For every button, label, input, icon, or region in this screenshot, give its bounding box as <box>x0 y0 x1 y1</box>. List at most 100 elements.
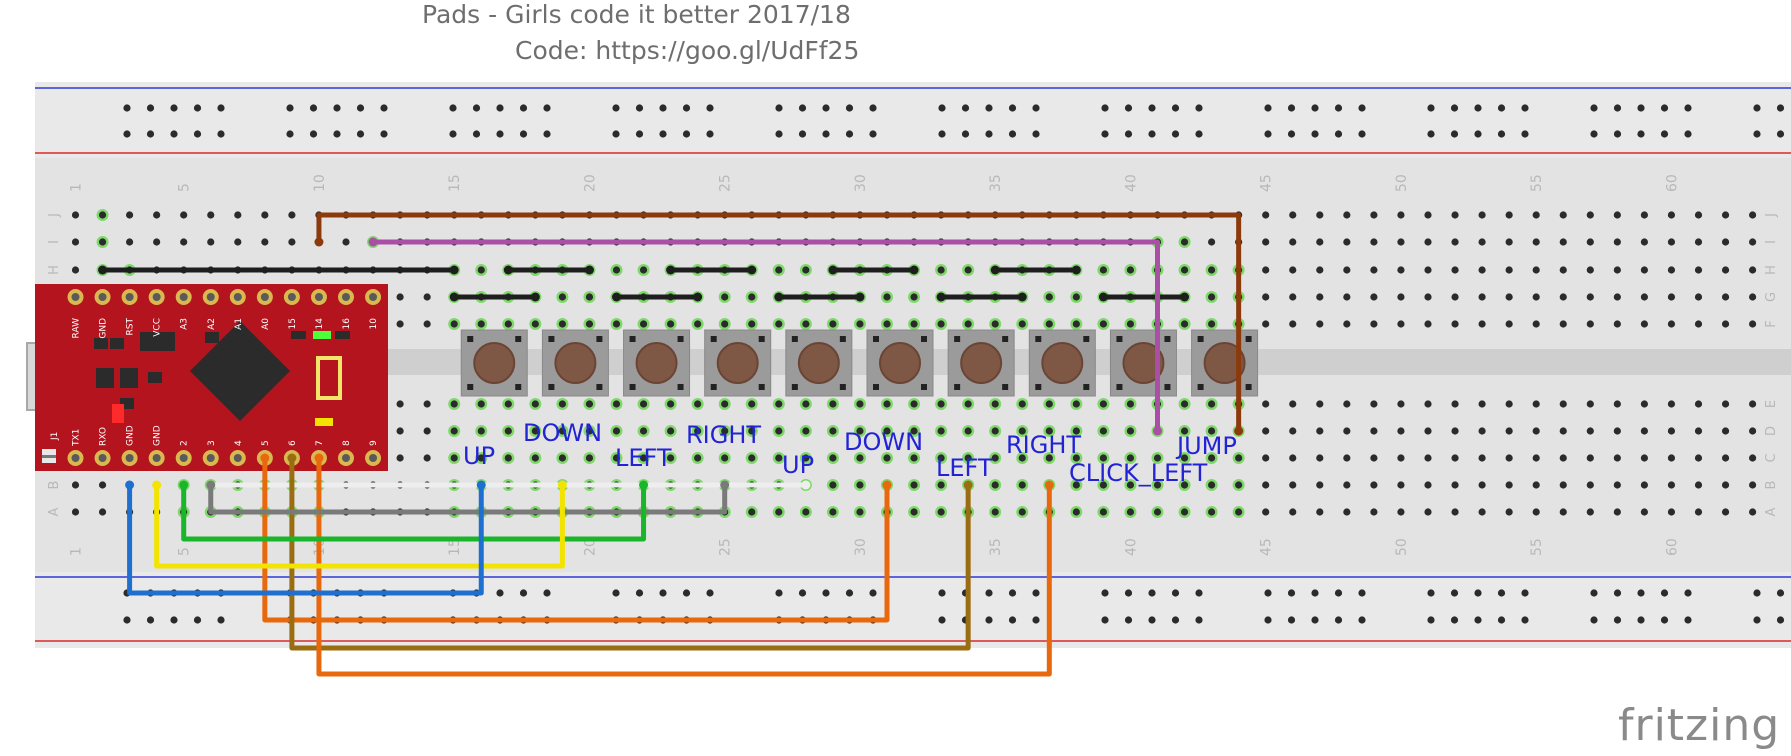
breadboard-hole <box>1289 454 1297 462</box>
breadboard-hole <box>883 320 891 328</box>
push-button-corner <box>839 336 846 342</box>
black-jumper-wire-end <box>666 265 676 275</box>
jump-wire-brown <box>316 212 1242 434</box>
rail-hole <box>543 130 551 138</box>
rail-hole <box>659 130 667 138</box>
breadboard-hole <box>1424 427 1432 435</box>
rail-hole <box>449 104 457 112</box>
push-button-corner <box>710 384 717 390</box>
breadboard-hole <box>1694 320 1703 328</box>
rail-hole <box>1613 616 1622 624</box>
rail-hole <box>1195 589 1203 597</box>
breadboard-hole <box>802 400 810 408</box>
smd-component <box>120 368 138 388</box>
breadboard-hole <box>1370 320 1378 328</box>
rail-hole <box>1334 130 1343 138</box>
smd-component <box>110 338 124 349</box>
breadboard-hole <box>1397 427 1405 435</box>
mcu-pin-hole <box>152 293 161 301</box>
breadboard-hole <box>1694 427 1703 435</box>
breadboard-hole <box>1262 320 1270 328</box>
top-power-rail <box>35 82 1791 158</box>
breadboard-hole <box>1749 266 1757 274</box>
breadboard-hole <box>694 454 702 462</box>
breadboard-hole <box>504 320 512 328</box>
breadboard-hole <box>261 238 269 246</box>
breadboard-hole <box>1505 266 1513 274</box>
rail-hole <box>1637 104 1645 112</box>
mcu-pin-label-top: RST <box>126 318 136 336</box>
breadboard-hole <box>1343 238 1351 246</box>
down-wire-yellow <box>154 482 565 569</box>
breadboard-hole <box>1316 508 1324 516</box>
rail-hole <box>519 104 528 112</box>
breadboard-hole <box>991 427 999 435</box>
breadboard-hole <box>612 454 621 462</box>
rail-hole <box>635 589 644 597</box>
up-wire-blue-end <box>476 480 486 490</box>
rail-hole <box>1497 130 1506 138</box>
mcu-pin-hole <box>206 454 215 462</box>
breadboard-hole <box>1451 400 1459 408</box>
rail-hole <box>822 130 830 138</box>
breadboard-hole <box>1451 211 1459 219</box>
breadboard-hole <box>1262 266 1270 274</box>
black-jumper-wire-end <box>828 265 838 275</box>
column-number-top: 15 <box>447 174 463 192</box>
breadboard-hole <box>1640 400 1648 408</box>
breadboard-hole <box>1451 320 1459 328</box>
breadboard-hole <box>964 427 972 435</box>
button-label: RIGHT <box>1006 431 1081 459</box>
breadboard-hole <box>883 400 891 408</box>
breadboard-hole <box>1316 320 1324 328</box>
breadboard-hole <box>1262 238 1270 246</box>
breadboard-hole <box>207 238 215 246</box>
rail-hole <box>1590 104 1598 112</box>
breadboard-hole <box>991 400 999 408</box>
row-letter: H <box>1764 265 1779 275</box>
mcu-pin-label-top: VCC <box>153 318 163 337</box>
breadboard-hole <box>1613 508 1621 516</box>
breadboard-hole <box>1451 238 1459 246</box>
breadboard-hole <box>1613 211 1621 219</box>
breadboard-hole <box>1126 454 1135 462</box>
breadboard-hole <box>1262 427 1270 435</box>
mcu-pin-hole <box>369 293 378 301</box>
column-number-bottom: 45 <box>1259 538 1275 556</box>
column-number-top: 30 <box>853 174 869 192</box>
push-button-corner <box>629 384 636 390</box>
breadboard-hole <box>1397 266 1405 274</box>
push-button-corner <box>629 336 636 342</box>
rail-hole <box>193 130 202 138</box>
rail-hole <box>775 589 783 597</box>
push-button-cap <box>797 342 840 384</box>
mcu-pin-hole <box>98 454 107 462</box>
breadboard-hole <box>1099 266 1107 274</box>
breadboard-hole <box>1424 508 1432 516</box>
breadboard-hole <box>98 481 107 489</box>
breadboard-hole <box>423 454 431 462</box>
rail-hole <box>985 589 993 597</box>
click-left-wire-purple-end <box>368 237 378 247</box>
column-number-top: 10 <box>312 174 328 192</box>
breadboard-hole <box>558 427 567 435</box>
breadboard-hole <box>639 320 648 328</box>
breadboard-hole <box>1262 293 1270 301</box>
breadboard-hole <box>1424 266 1432 274</box>
push-button-corner <box>710 336 717 342</box>
column-number-top: 5 <box>177 183 193 192</box>
breadboard-hole <box>477 320 485 328</box>
rail-hole <box>1195 130 1203 138</box>
breadboard-hole <box>1667 266 1676 274</box>
rail-hole <box>1358 589 1366 597</box>
rail-hole <box>472 104 481 112</box>
rail-hole <box>612 104 620 112</box>
mcu-pin-hole <box>179 454 188 462</box>
rail-hole <box>146 104 155 112</box>
breadboard-hole <box>639 266 648 274</box>
mcu-pin-label-bottom: 2 <box>180 440 190 446</box>
breadboard-hole <box>937 266 945 274</box>
row-letter: A <box>1764 507 1779 516</box>
push-button-corner <box>1164 336 1171 342</box>
breadboard-hole <box>1586 211 1594 219</box>
